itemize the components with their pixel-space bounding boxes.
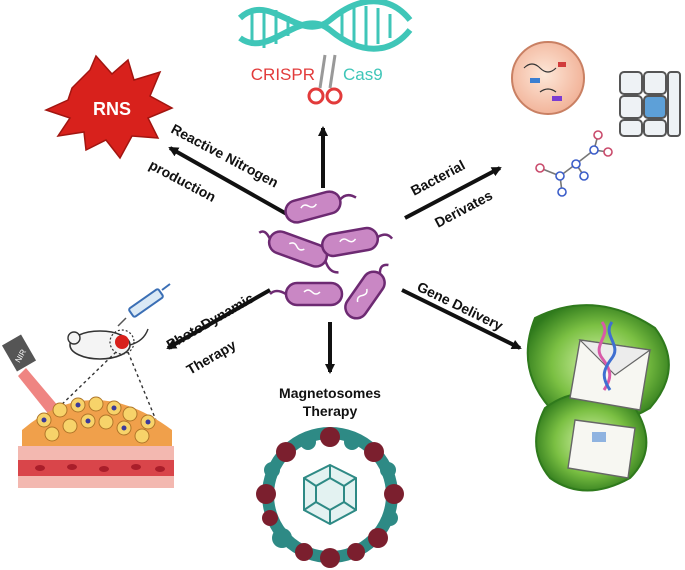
gene-delivery-label: Gene Delivery xyxy=(415,278,506,333)
syringe-icon xyxy=(117,283,171,327)
arrow-gene xyxy=(401,288,522,350)
test-tube-icon xyxy=(347,543,365,561)
microscope-icon xyxy=(364,442,384,462)
magnet-icon xyxy=(262,510,278,526)
beaker-icon xyxy=(300,434,316,450)
warning-icon xyxy=(320,548,340,568)
production-label: production xyxy=(147,157,219,205)
bacterium xyxy=(344,263,389,320)
bacteria-cluster xyxy=(258,190,394,320)
bacterium xyxy=(269,281,344,307)
scissors-icon xyxy=(307,54,343,105)
crispr-label: CRISPR xyxy=(251,65,315,84)
therapy-label-left: Therapy xyxy=(184,336,239,377)
pill-icon xyxy=(382,510,398,526)
cas9-label: Cas9 xyxy=(343,65,383,84)
bacterium xyxy=(284,190,357,224)
dna-icon xyxy=(384,484,404,504)
brain-icon xyxy=(272,528,292,548)
vesicle-illustration xyxy=(511,41,585,115)
tissue-illustration xyxy=(18,351,174,488)
bacterial-label: Bacterial xyxy=(408,157,468,199)
crystal-lattice-illustration xyxy=(619,71,681,137)
crispr-dna-illustration: CRISPR Cas9 xyxy=(237,0,413,105)
mouse-illustration xyxy=(67,328,149,360)
dna-strand-a xyxy=(237,0,413,30)
virus-icon xyxy=(264,462,280,478)
dna-strand-b xyxy=(238,20,413,52)
flask-icon xyxy=(320,427,340,447)
bacterium xyxy=(321,226,394,258)
atom-icon xyxy=(344,434,360,450)
arrows xyxy=(166,126,522,374)
heart-icon xyxy=(368,528,388,548)
arrow-rns xyxy=(168,146,293,219)
magnetosomes-label: Magnetosomes xyxy=(279,385,381,401)
syringe-icon-small xyxy=(276,442,296,462)
photodynamic-label: PhotoDynamic xyxy=(164,290,257,353)
rns-label: RNS xyxy=(93,99,131,119)
arrow-photodynamic xyxy=(166,288,271,350)
gear-icon xyxy=(295,543,313,561)
therapy-label-bottom: Therapy xyxy=(303,403,358,419)
rns-burst: RNS xyxy=(43,54,174,160)
molecule-icon xyxy=(380,462,396,478)
cell-icon xyxy=(256,484,276,504)
molecule-chain-illustration xyxy=(535,130,613,197)
bacterium xyxy=(258,230,339,274)
magnetosome-icons xyxy=(256,427,404,568)
cell-envelope-illustration xyxy=(526,304,670,492)
arrow-bacterial xyxy=(404,166,502,220)
derivates-label: Derivates xyxy=(432,187,495,231)
